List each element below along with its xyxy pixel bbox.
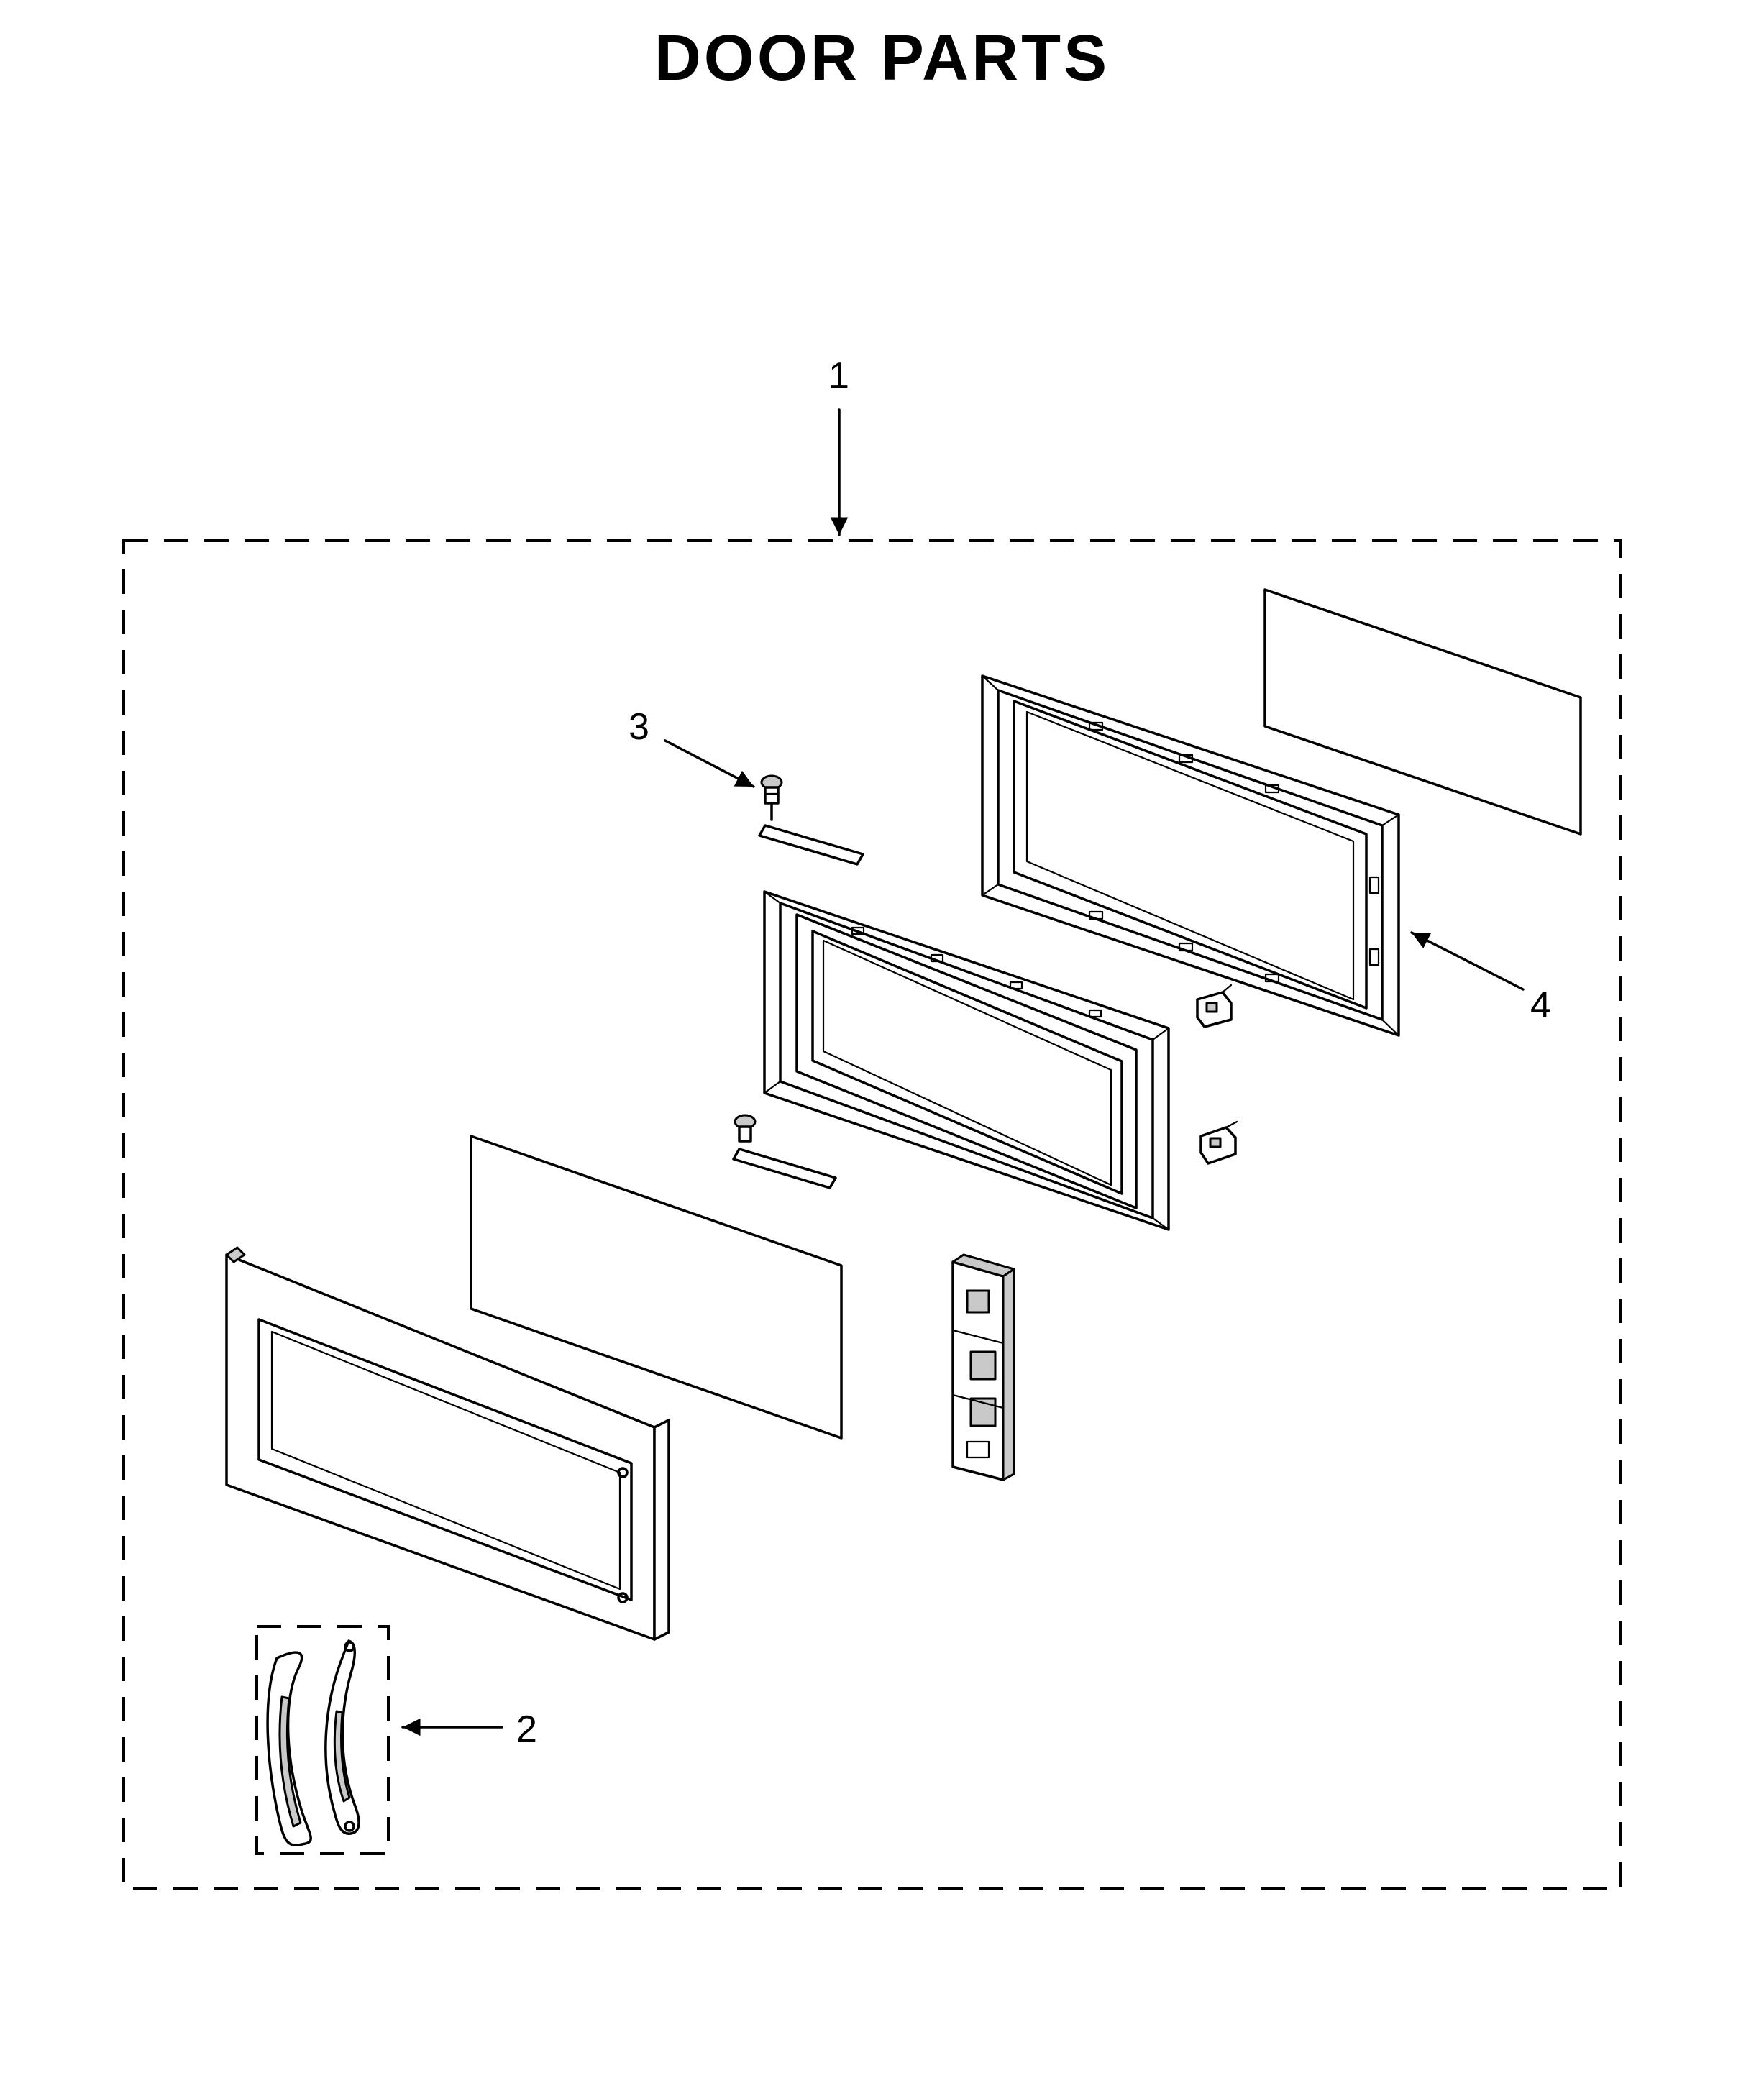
rear-door-frame <box>981 674 1400 1037</box>
page-title: DOOR PARTS <box>654 22 1110 94</box>
inner-door-frame <box>763 890 1170 1231</box>
door-assembly-boundary <box>122 539 1622 1890</box>
callout-4-label: 4 <box>1530 984 1551 1026</box>
hinge-screw <box>760 774 783 821</box>
latch-lever-assembly <box>951 1253 1015 1481</box>
callout-2-label: 2 <box>516 1708 537 1750</box>
callout-3-label: 3 <box>629 706 649 748</box>
handle-kit-boundary <box>255 1625 390 1855</box>
upper-hinge-plate <box>758 824 864 866</box>
door-handle-left <box>266 1651 312 1846</box>
outer-door-panel <box>225 1246 670 1641</box>
lower-hinge-plate <box>732 1148 837 1189</box>
front-glass-panel <box>470 1135 843 1440</box>
upper-latch-hook <box>1196 984 1233 1028</box>
lower-hinge-screw <box>734 1114 757 1143</box>
callout-3-arrow <box>664 739 755 788</box>
callout-4-arrow <box>1410 931 1525 991</box>
door-handle-right <box>324 1639 360 1835</box>
rear-glass-panel <box>1263 588 1582 836</box>
callout-1-label: 1 <box>828 355 849 397</box>
lower-latch-hook <box>1199 1120 1238 1165</box>
